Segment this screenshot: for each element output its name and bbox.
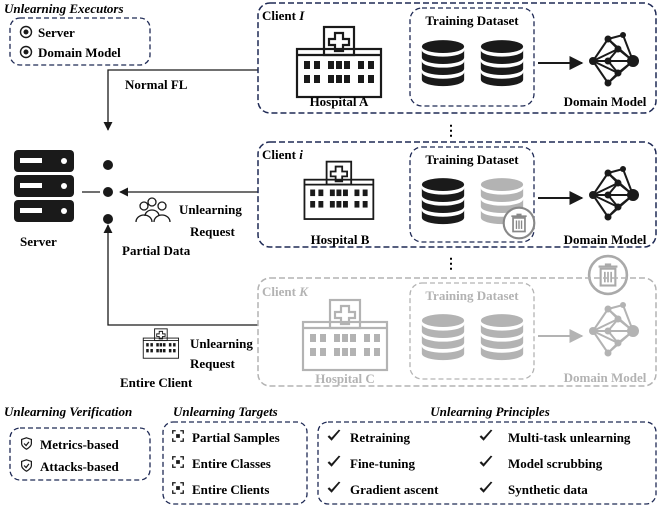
server-label: Server [20,234,57,249]
request-label-2: Request [190,356,235,371]
client-2-title: Client i [262,147,303,162]
unlearning-request-label-2: Unlearning [190,336,253,351]
shield-icon [21,437,32,450]
database-icon [421,40,465,87]
domain-model-label: Domain Model [564,370,647,385]
target-entire-clients: Entire Clients [192,482,269,497]
client-card-3: Client K Hospital C Training Dataset Dom… [257,277,657,387]
target-partial-samples: Partial Samples [192,430,280,445]
training-dataset-box [409,146,535,243]
hospital-b-label: Hospital B [311,232,370,247]
target-icon [172,430,184,442]
principles-title: Unlearning Principles [430,404,550,419]
client-3-title: Client K [262,284,309,299]
principle-multi-task: Multi-task unlearning [508,430,631,445]
hospital-icon [295,25,383,99]
verification-metrics: Metrics-based [40,437,119,452]
entire-client-label: Entire Client [120,375,193,390]
trash-icon [502,206,536,240]
training-dataset-box [409,7,535,107]
small-hospital-icon [142,328,180,359]
server-icon [14,150,74,222]
connection-lines [82,69,258,326]
executor-server: Server [38,25,75,40]
principle-retraining: Retraining [350,430,410,445]
principles-box [317,421,657,505]
targets-panel: Unlearning Targets Partial Samples Entir… [162,404,308,505]
database-icon [480,314,524,361]
verification-panel: Unlearning Verification Metrics-based At… [4,404,151,481]
principle-synthetic-data: Synthetic data [508,482,588,497]
targets-box [162,421,308,505]
radio-icon [19,25,33,39]
target-icon [172,456,184,468]
database-icon [421,178,465,225]
training-dataset-label: Training Dataset [425,152,519,167]
executor-domain-model: Domain Model [38,45,121,60]
hospital-icon [301,298,389,372]
verification-attacks: Attacks-based [40,459,119,474]
aggregation-nodes [103,160,113,224]
neural-network-icon [587,164,641,222]
database-icon [421,314,465,361]
shield-icon [21,459,32,472]
executors-title: Unlearning Executors [4,1,124,16]
database-icon [480,40,524,87]
verification-title: Unlearning Verification [4,404,132,419]
verification-box [9,427,151,481]
client-card-2: Client i Hospital B Training Dataset Dom… [257,141,657,248]
training-dataset-box [409,282,535,380]
training-dataset-label: Training Dataset [425,288,519,303]
client-1-title: Client I [262,8,305,23]
client-card-1: Client I Hospital A Training Dataset Dom… [257,2,657,114]
domain-model-label: Domain Model [564,94,647,109]
radio-icon [19,45,33,59]
trash-icon [587,254,629,296]
targets-title: Unlearning Targets [173,404,278,419]
ellipsis-2: ⋮ [444,257,458,272]
ellipsis-1: ⋮ [444,124,458,139]
checkmark-icon [327,481,341,493]
partial-data-label: Partial Data [122,243,191,258]
principle-model-scrubbing: Model scrubbing [508,456,603,471]
checkmark-icon [327,429,341,441]
request-label-1: Request [190,224,235,239]
hospital-c-label: Hospital C [315,371,375,386]
checkmark-icon [327,455,341,467]
target-entire-classes: Entire Classes [192,456,271,471]
training-dataset-label: Training Dataset [425,13,519,28]
neural-network-icon [587,30,641,88]
checkmark-icon [479,455,493,467]
principle-fine-tuning: Fine-tuning [350,456,416,471]
hospital-icon [303,160,375,220]
unlearning-request-label-1: Unlearning [179,202,242,217]
checkmark-icon [479,481,493,493]
neural-network-icon [587,300,641,358]
principles-panel: Unlearning Principles Retraining Fine-tu… [317,404,657,505]
executors-box [9,17,151,66]
executors-panel: Unlearning Executors Server Domain Model [4,1,151,66]
checkmark-icon [479,429,493,441]
users-icon [135,197,171,223]
domain-model-label: Domain Model [564,232,647,247]
principle-gradient-ascent: Gradient ascent [350,482,439,497]
normal-fl-label: Normal FL [125,77,188,92]
target-icon [172,482,184,494]
hospital-a-label: Hospital A [310,94,369,109]
